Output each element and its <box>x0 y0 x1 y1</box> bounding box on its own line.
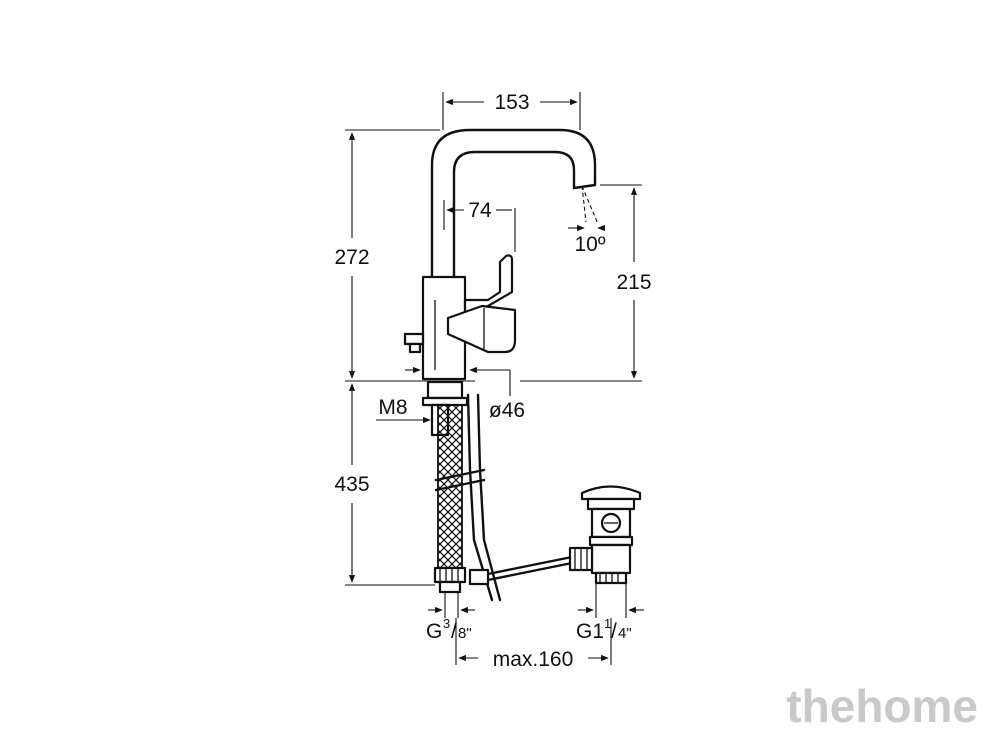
label-153: 153 <box>494 91 529 114</box>
drain-pull-knob <box>403 332 425 354</box>
label-g1-1-4-slash: / <box>611 620 617 643</box>
label-g3-8-main: G <box>426 620 442 643</box>
dim-215 <box>520 184 642 382</box>
dim-272 <box>345 129 440 382</box>
watermark-thehome: thehome <box>786 680 978 732</box>
label-g3-8-slash: / <box>451 620 457 643</box>
dim-10deg <box>568 185 605 232</box>
dim-435 <box>345 383 435 586</box>
dim-153 <box>442 92 581 130</box>
label-g1-1-4: G1 1 / 4" <box>576 616 632 643</box>
label-435: 435 <box>334 473 369 496</box>
label-g1-1-4-main: G1 <box>576 620 604 643</box>
label-g1-1-4-tail: 4" <box>618 625 632 642</box>
label-g3-8-tail: 8" <box>458 625 472 642</box>
label-diameter-46: ø46 <box>489 399 525 422</box>
pop-up-waste <box>568 485 642 585</box>
pull-rod <box>434 393 574 602</box>
dim-g114 <box>578 583 644 618</box>
label-g3-8: G 3 / 8" <box>426 616 472 643</box>
label-g3-8-num: 3 <box>443 616 450 631</box>
faucet-spout <box>430 128 597 282</box>
dim-46 <box>405 366 511 396</box>
label-215: 215 <box>616 271 651 294</box>
dim-74 <box>443 200 516 252</box>
label-272: 272 <box>334 246 369 269</box>
dim-g38 <box>428 592 475 618</box>
label-max160: max.160 <box>493 648 574 671</box>
label-m8: M8 <box>378 396 407 419</box>
label-g1-1-4-num: 1 <box>604 616 611 631</box>
supply-hose <box>433 404 467 594</box>
dim-max160 <box>455 618 612 665</box>
faucet-lever <box>446 254 517 354</box>
label-10deg: 10º <box>574 233 605 256</box>
label-74: 74 <box>468 199 492 222</box>
